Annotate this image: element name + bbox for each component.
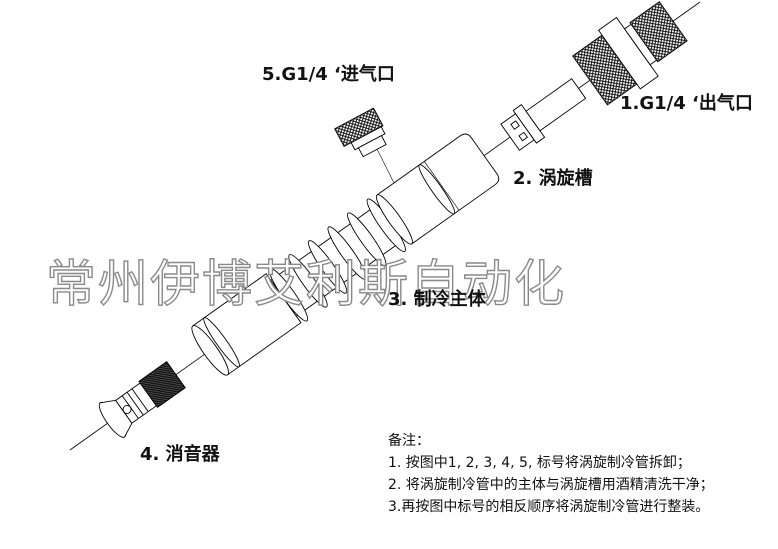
company-watermark: 常州伊博艾利斯自动化 <box>45 254 566 313</box>
label-muffler: 4. 消音器 <box>140 444 220 465</box>
label-inlet-port: 5.G1/4 ‘进气口 <box>262 64 395 85</box>
vortex-generator-part <box>500 78 587 151</box>
label-outlet-port: 1.G1/4 ‘出气口 <box>620 93 753 114</box>
outlet-fitting-part <box>572 1 688 106</box>
notes-title: 备注： <box>388 433 430 449</box>
label-vortex-chamber: 2. 涡旋槽 <box>513 168 593 189</box>
notes-line-1: 1. 按图中1, 2, 3, 4, 5, 标号将涡旋制冷管拆卸； <box>388 455 691 471</box>
label-cooling-body: 3. 制冷主体 <box>388 289 486 310</box>
cooling-fins <box>268 198 406 322</box>
notes-line-3: 3.再按图中标号的相反顺序将涡旋制冷管进行整装。 <box>388 499 710 515</box>
maintenance-notes: 备注： 1. 按图中1, 2, 3, 4, 5, 标号将涡旋制冷管拆卸； 2. … <box>388 430 714 518</box>
muffler-part <box>98 361 186 438</box>
cooling-body-part <box>191 133 500 376</box>
notes-line-2: 2. 将涡旋制冷管中的主体与涡旋槽用酒精清洗干净； <box>388 477 714 493</box>
inlet-fitting-part <box>334 107 387 158</box>
